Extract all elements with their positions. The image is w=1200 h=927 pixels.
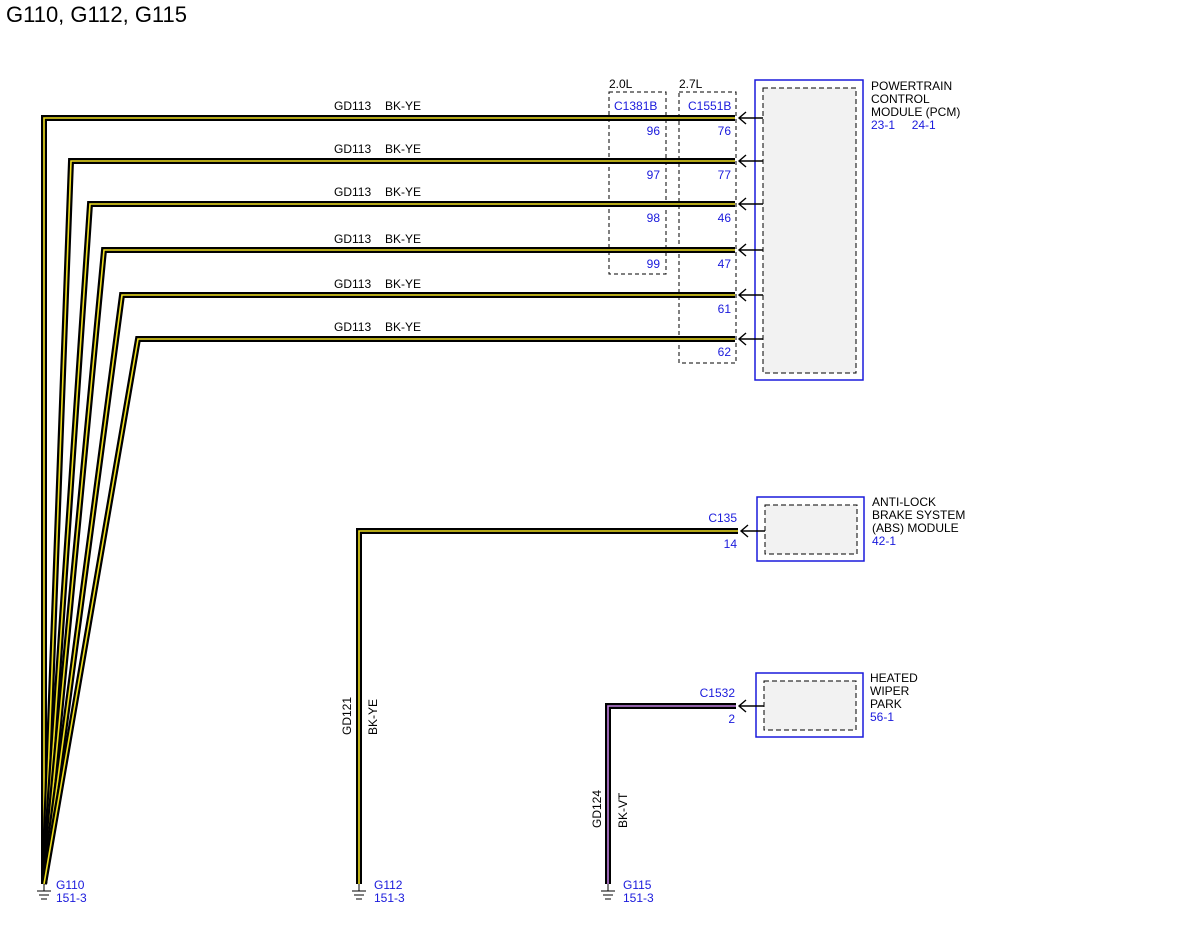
ground-symbol-g110[interactable] [37, 884, 51, 900]
wire-1-stripe [43, 117, 735, 884]
wire-2-stripe [43, 160, 735, 885]
wire-6-outline[interactable] [41, 336, 735, 885]
engine-label-2-0l: 2.0L [609, 77, 633, 91]
pin-2-7l-1: 76 [718, 124, 732, 138]
pin-2-7l-2: 77 [718, 168, 732, 182]
wire-2-circuit: GD113 [334, 142, 371, 156]
wiper-terminal-arrow [737, 699, 764, 713]
pcm-name-line-1: POWERTRAIN [871, 79, 952, 93]
abs-wire-color: BK-YE [366, 699, 380, 735]
pin-2-0l-2: 97 [647, 168, 661, 182]
wire-3-stripe [43, 203, 735, 885]
abs-module-inner [764, 504, 858, 555]
pcm-pin-numbers: 96 97 98 99 76 77 46 47 61 62 [647, 124, 732, 359]
pcm-refs[interactable]: 23-1 24-1 [871, 118, 936, 132]
connector-box-2-7l [678, 91, 737, 364]
pcm-module-box[interactable] [754, 79, 864, 381]
wiper-name-line-3: PARK [870, 697, 902, 711]
wire-5-outline[interactable] [41, 292, 735, 885]
terminal-arrow-3 [737, 197, 763, 211]
terminal-arrow-4 [737, 243, 763, 257]
wiper-wire-color: BK-VT [616, 792, 630, 828]
wiper-name-line-1: HEATED [870, 671, 918, 685]
ground-g115-name[interactable]: G115 [623, 878, 652, 892]
terminal-arrow-2 [737, 154, 763, 168]
wiper-ref[interactable]: 56-1 [870, 710, 894, 724]
wire-6-stripe [43, 338, 735, 885]
wiper-wire-stripe [607, 705, 736, 884]
wire-2-outline[interactable] [41, 158, 735, 885]
wiper-pin: 2 [728, 712, 735, 726]
ground-symbol-g112[interactable] [352, 884, 366, 900]
ground-symbol-g115[interactable] [601, 884, 615, 900]
wire-3-circuit: GD113 [334, 185, 371, 199]
abs-ref[interactable]: 42-1 [872, 534, 896, 548]
engine-label-2-7l: 2.7L [679, 77, 703, 91]
ground-g115-ref[interactable]: 151-3 [623, 891, 654, 905]
abs-name-line-2: BRAKE SYSTEM [872, 508, 965, 522]
wire-2-color: BK-YE [385, 142, 421, 156]
abs-pin: 14 [724, 537, 738, 551]
abs-name-line-1: ANTI-LOCK [872, 495, 936, 509]
pin-2-0l-4: 99 [647, 257, 661, 271]
wire-5-color: BK-YE [385, 277, 421, 291]
terminal-arrow-5 [737, 288, 763, 302]
wiper-name-line-2: WIPER [870, 684, 910, 698]
ground-g112-name[interactable]: G112 [374, 878, 403, 892]
wiper-module-inner [763, 680, 857, 731]
abs-name-line-3: (ABS) MODULE [872, 521, 959, 535]
abs-ground-wire [356, 528, 738, 884]
pin-2-7l-3: 46 [718, 211, 732, 225]
abs-module-box[interactable] [756, 496, 865, 562]
connector-c1551b[interactable]: C1551B [688, 99, 731, 113]
ground-g110-name[interactable]: G110 [56, 878, 85, 892]
pcm-wire-labels: GD113 BK-YE GD113 BK-YE GD113 BK-YE GD11… [334, 99, 421, 334]
wiper-ground-wire [605, 703, 736, 884]
wire-5-circuit: GD113 [334, 277, 371, 291]
pin-2-7l-6: 62 [718, 345, 732, 359]
wire-1-circuit: GD113 [334, 99, 371, 113]
wire-4-circuit: GD113 [334, 232, 371, 246]
diagram-title: G110, G112, G115 [6, 2, 187, 27]
wire-4-outline[interactable] [41, 247, 735, 885]
ground-g110-ref[interactable]: 151-3 [56, 891, 87, 905]
pin-2-7l-5: 61 [718, 302, 732, 316]
wire-6-circuit: GD113 [334, 320, 371, 334]
wire-4-stripe [43, 249, 735, 885]
pcm-name-line-2: CONTROL [871, 92, 930, 106]
connector-box-2-0l [608, 91, 667, 275]
ground-g112-ref[interactable]: 151-3 [374, 891, 405, 905]
pin-2-7l-4: 47 [718, 257, 732, 271]
pin-2-0l-3: 98 [647, 211, 661, 225]
abs-terminal-arrow [739, 524, 765, 538]
wire-1-color: BK-YE [385, 99, 421, 113]
pcm-ground-wires [41, 115, 735, 885]
pcm-module-inner [762, 87, 857, 374]
pin-2-0l-1: 96 [647, 124, 661, 138]
wiper-wire-circuit: GD124 [590, 790, 604, 828]
abs-wire-stripe [358, 530, 738, 884]
pcm-terminal-arrows [737, 111, 763, 346]
connector-c1532[interactable]: C1532 [700, 686, 736, 700]
abs-wire-circuit: GD121 [340, 697, 354, 735]
wiper-module-box[interactable] [755, 672, 864, 738]
connector-c1381b[interactable]: C1381B [614, 99, 657, 113]
wire-5-stripe [43, 294, 735, 885]
connector-c135[interactable]: C135 [708, 511, 737, 525]
wire-3-outline[interactable] [41, 201, 735, 885]
wire-3-color: BK-YE [385, 185, 421, 199]
terminal-arrow-1 [737, 111, 763, 125]
wire-4-color: BK-YE [385, 232, 421, 246]
wire-6-color: BK-YE [385, 320, 421, 334]
pcm-name-line-3: MODULE (PCM) [871, 105, 960, 119]
terminal-arrow-6 [737, 332, 763, 346]
